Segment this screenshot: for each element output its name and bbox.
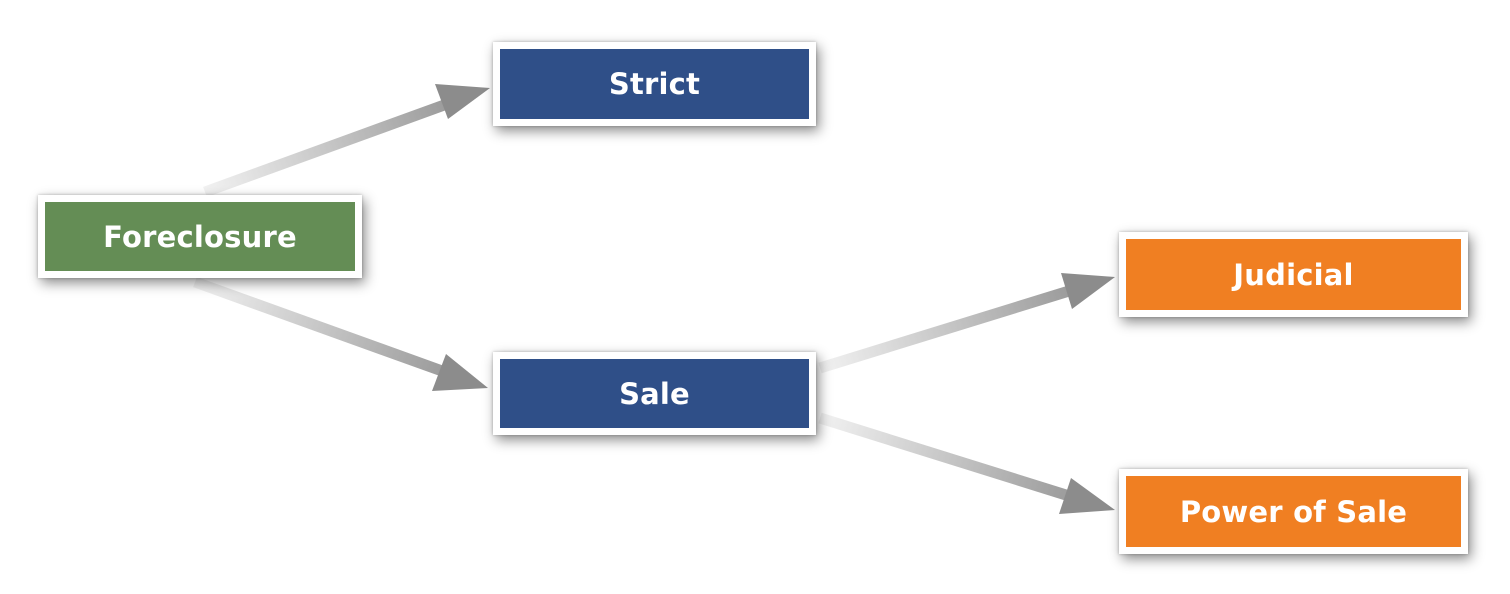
node-foreclosure: Foreclosure <box>38 195 362 278</box>
node-foreclosure-label: Foreclosure <box>103 219 297 254</box>
node-strict: Strict <box>493 42 816 126</box>
node-strict-label: Strict <box>608 67 701 101</box>
arrowhead-icon <box>432 354 488 391</box>
edge-sale-to-power-of-sale <box>818 412 1115 514</box>
arrowhead-icon <box>435 84 490 119</box>
node-judicial-label: Judicial <box>1233 257 1354 292</box>
node-power-of-sale-label: Power of Sale <box>1179 494 1408 529</box>
node-sale: Sale <box>493 352 816 435</box>
node-power-of-sale: Power of Sale <box>1119 469 1468 554</box>
arrowhead-icon <box>1059 478 1115 514</box>
arrowhead-icon <box>1061 273 1115 309</box>
node-judicial: Judicial <box>1119 232 1468 317</box>
edge-sale-to-judicial <box>818 273 1115 374</box>
edge-foreclosure-to-strict <box>203 84 490 198</box>
edge-foreclosure-to-sale <box>193 276 488 391</box>
node-sale-label: Sale <box>619 376 690 411</box>
